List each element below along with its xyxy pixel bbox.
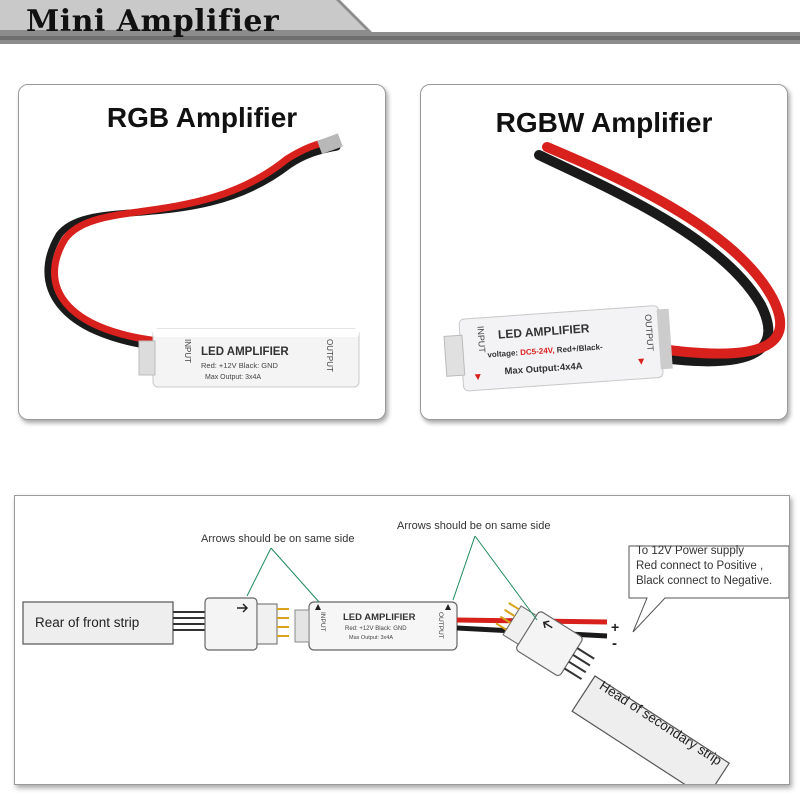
diagram-device-name: LED AMPLIFIER [343,612,416,623]
callout-line: Red connect to Positive , [636,560,764,572]
arrow-icon [542,620,553,629]
diagram-input-label: INPUT [319,612,326,632]
diagram-device-output: Max Output: 3x4A [349,635,393,641]
arrow-note-right: Arrows should be on same side [397,520,551,532]
male-connector-right [495,602,595,680]
rgb-device-name: LED AMPLIFIER [201,346,289,358]
rgb-output-label: OUTPUT [325,339,334,372]
rgbw-output-label: OUTPUT [643,314,656,352]
arrow-icon [445,604,451,610]
header-shape [0,0,800,44]
rgb-amplifier-photo: LED AMPLIFIER Red: +12V Black: GND Max O… [44,133,360,388]
arrow-note-left: Arrows should be on same side [201,533,355,545]
wiring-diagram: LED AMPLIFIER Red: +12V Black: GND Max O… [14,495,790,785]
callout-line: Black connect to Negative. [636,575,773,587]
arrow-icon [315,604,321,610]
rgb-device-output: Max Output: 3x4A [205,374,261,381]
rgb-amplifier-card: LED AMPLIFIER Red: +12V Black: GND Max O… [18,84,386,420]
power-callout: To 12V Power supply Red connect to Posit… [636,544,786,589]
rgbw-amplifier-photo: LED AMPLIFIER voltage: DC5-24V, Red+/Bla… [443,142,786,392]
arrow-icon [638,358,645,365]
secondary-strip [571,675,731,784]
rgbw-amplifier-device: LED AMPLIFIER voltage: DC5-24V, Red+/Bla… [443,305,673,392]
callout-line: To 12V Power supply [636,545,745,557]
arrow-icon [237,603,249,613]
male-connector-left [204,597,289,651]
plus-sign: + [611,619,619,635]
rgbw-voltage-prefix: voltage: [487,348,518,359]
diagram-output-label: OUTPUT [437,612,444,639]
minus-sign: - [612,635,617,652]
rgb-card-title: RGB Amplifier [106,102,298,133]
rgbw-amplifier-card: LED AMPLIFIER voltage: DC5-24V, Red+/Bla… [420,84,788,420]
callout-bubble [628,545,789,633]
diagram-device-spec: Red: +12V Black: GND [345,626,407,632]
header-banner: Mini Amplifier [0,0,800,50]
wiring-diagram-drawing: LED AMPLIFIER Red: +12V Black: GND Max O… [22,535,789,784]
rgbw-voltage-value: DC5-24V, [520,346,555,357]
rgb-amplifier-device: LED AMPLIFIER Red: +12V Black: GND Max O… [138,328,360,388]
rgb-input-label: INPUT [183,339,192,363]
front-strip-label: Rear of front strip [35,615,140,630]
rgbw-voltage-suffix: Red+/Black- [556,342,603,354]
diagram-amplifier: LED AMPLIFIER Red: +12V Black: GND Max O… [294,601,458,651]
rgbw-device-name: LED AMPLIFIER [498,321,591,341]
rgb-device-spec: Red: +12V Black: GND [201,361,278,370]
rgbw-card-title: RGBW Amplifier [495,107,713,138]
arrow-icon [474,373,481,381]
rgbw-input-label: INPUT [475,326,487,354]
rgbw-device-output: Max Output:4x4A [504,361,583,377]
svg-text:voltage: DC5-24V,: voltage: DC5-24V, Red+/Black- [487,342,603,359]
page-title: Mini Amplifier [26,4,280,39]
